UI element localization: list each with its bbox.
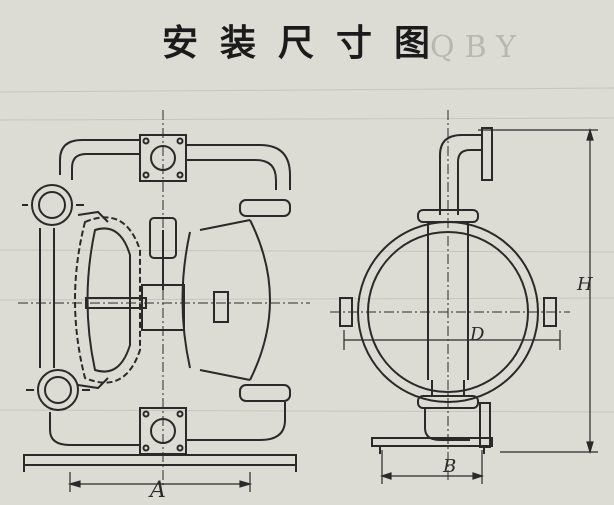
front-base-plate — [23, 454, 297, 466]
dimension-d — [343, 330, 561, 350]
side-stem — [427, 222, 469, 380]
label-d: D — [469, 324, 485, 345]
side-top-flange — [481, 127, 493, 181]
clamp-lines — [77, 210, 109, 390]
right-chamber-inner — [181, 231, 191, 369]
side-centerlines — [330, 110, 570, 480]
page-title: 安装尺寸图 — [161, 23, 452, 64]
bolt — [142, 171, 150, 179]
background-watermark-text: QBY — [430, 30, 526, 65]
top-left-pipe-inner — [71, 153, 140, 180]
bolt — [142, 137, 150, 145]
left-diaphragm-chamber — [74, 216, 141, 384]
right-chamber-arc — [249, 219, 271, 381]
side-base-plate — [371, 437, 493, 447]
lower-ball-housing — [37, 369, 79, 411]
top-right-pipe — [186, 144, 291, 190]
upper-right-clamp — [239, 199, 291, 217]
side-bottom-flange — [479, 402, 491, 448]
side-top-elbow — [439, 134, 482, 215]
label-a: A — [148, 478, 166, 503]
dimension-b — [380, 450, 484, 484]
upper-ball — [38, 191, 66, 219]
bottom-right-pipe — [186, 402, 286, 441]
bolt — [176, 171, 184, 179]
bottom-left-pipe — [49, 412, 140, 446]
lower-ball — [44, 376, 72, 404]
lower-right-clamp — [239, 384, 291, 402]
front-centerlines — [18, 110, 310, 485]
bolt — [176, 137, 184, 145]
side-top-elbow-inner — [457, 149, 482, 215]
label-h: H — [576, 274, 593, 295]
background-texture — [0, 87, 614, 413]
dimension-a — [67, 472, 253, 492]
upper-ball-housing — [31, 184, 73, 226]
top-right-pipe-inner — [186, 159, 277, 190]
left-diaphragm-inner — [86, 227, 131, 373]
right-bolt — [213, 291, 229, 323]
dimension-h — [478, 127, 598, 455]
top-left-pipe — [59, 139, 140, 175]
label-b: B — [442, 456, 456, 477]
